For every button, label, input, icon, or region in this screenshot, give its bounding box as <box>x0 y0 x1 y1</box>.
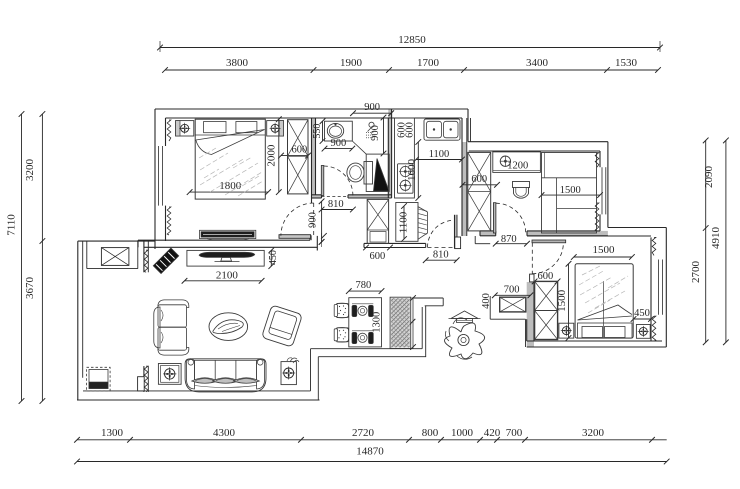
svg-text:3200: 3200 <box>582 427 605 439</box>
svg-text:780: 780 <box>356 280 372 291</box>
svg-text:4300: 4300 <box>213 427 236 439</box>
svg-text:1000: 1000 <box>451 427 474 439</box>
svg-text:1100: 1100 <box>429 149 450 160</box>
svg-text:1500: 1500 <box>556 289 568 312</box>
svg-text:900: 900 <box>331 138 347 149</box>
svg-text:2090: 2090 <box>703 166 715 189</box>
svg-text:600: 600 <box>405 122 416 138</box>
svg-text:450: 450 <box>634 308 650 319</box>
svg-text:12850: 12850 <box>398 34 426 46</box>
svg-text:1900: 1900 <box>340 57 363 69</box>
svg-text:3800: 3800 <box>226 57 249 69</box>
svg-text:1530: 1530 <box>615 57 638 69</box>
svg-text:900: 900 <box>370 125 381 141</box>
svg-text:1600: 1600 <box>406 159 418 182</box>
svg-text:4910: 4910 <box>710 227 722 250</box>
svg-text:600: 600 <box>370 251 386 262</box>
svg-text:810: 810 <box>433 250 449 261</box>
svg-text:810: 810 <box>328 199 344 210</box>
svg-text:700: 700 <box>506 427 523 439</box>
svg-text:900: 900 <box>308 212 319 228</box>
svg-text:1500: 1500 <box>560 185 581 196</box>
svg-text:7110: 7110 <box>6 214 18 236</box>
svg-text:700: 700 <box>504 285 520 296</box>
svg-text:3670: 3670 <box>24 277 36 300</box>
svg-text:3400: 3400 <box>526 57 549 69</box>
svg-text:600: 600 <box>292 145 308 156</box>
svg-text:2700: 2700 <box>690 261 702 284</box>
svg-text:550: 550 <box>312 124 323 139</box>
svg-text:1300: 1300 <box>371 312 382 333</box>
svg-text:600: 600 <box>471 174 487 185</box>
svg-text:1100: 1100 <box>398 211 410 233</box>
svg-text:1800: 1800 <box>219 180 242 192</box>
svg-text:600: 600 <box>538 271 554 282</box>
svg-text:800: 800 <box>422 427 439 439</box>
svg-text:1200: 1200 <box>507 161 528 172</box>
svg-text:600: 600 <box>397 122 408 138</box>
svg-text:2720: 2720 <box>352 427 375 439</box>
svg-text:870: 870 <box>501 234 517 245</box>
svg-text:1300: 1300 <box>101 427 124 439</box>
svg-text:2000: 2000 <box>266 144 278 167</box>
svg-text:1700: 1700 <box>417 57 440 69</box>
svg-text:2100: 2100 <box>216 270 239 282</box>
svg-text:3200: 3200 <box>24 159 36 182</box>
svg-text:400: 400 <box>481 293 492 309</box>
svg-text:450: 450 <box>268 250 279 265</box>
svg-text:14870: 14870 <box>356 446 384 458</box>
svg-text:420: 420 <box>484 427 501 439</box>
svg-text:1500: 1500 <box>593 244 616 256</box>
svg-text:900: 900 <box>364 102 380 113</box>
